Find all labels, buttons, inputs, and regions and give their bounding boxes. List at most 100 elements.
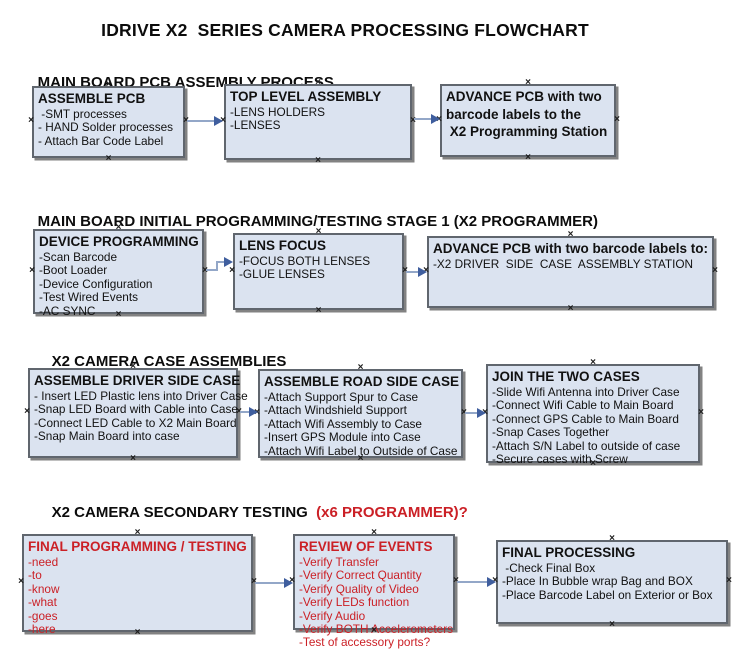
box-item: -LENSES <box>230 118 281 133</box>
box-item: -Test of accessory ports? <box>299 635 431 650</box>
connection-anchor-icon <box>129 455 137 463</box>
box-item: -what <box>28 595 57 610</box>
flow-box-advance-pcb-programming-station: ADVANCE PCB with two barcode labels to t… <box>440 84 616 157</box>
arrow-line <box>206 269 218 271</box>
box-item: -Verify Correct Quantity <box>299 568 422 583</box>
box-item: -Connect Wifi Cable to Main Board <box>492 398 674 413</box>
box-item: -here <box>28 622 56 637</box>
arrow-line <box>414 118 432 120</box>
box-item: -Check Final Box <box>502 561 596 575</box>
connection-anchor-icon <box>697 409 705 417</box>
flow-box-assemble-road-side-case: ASSEMBLE ROAD SIDE CASE -Attach Support … <box>258 369 463 458</box>
connection-anchor-icon <box>613 116 621 124</box>
connection-anchor-icon <box>567 305 575 313</box>
connection-anchor-icon <box>711 267 719 275</box>
flow-box-join-the-two-cases: JOIN THE TWO CASES -Slide Wifi Antenna i… <box>486 364 700 467</box>
box-item: -Attach Support Spur to Case <box>264 390 419 404</box>
connection-anchor-icon <box>725 577 733 585</box>
arrow-line <box>406 271 419 273</box>
section-heading-text: MAIN BOARD INITIAL PROGRAMMING/TESTING S… <box>37 213 598 230</box>
box-item: -Attach Wifi Assembly to Case <box>264 416 422 431</box>
arrow-head-icon <box>284 578 293 588</box>
box-item: -Place In Bubble wrap Bag and BOX <box>502 574 693 589</box>
box-title: ASSEMBLE PCB <box>38 91 146 106</box>
box-item: -Snap Cases Together <box>492 425 610 440</box>
flow-box-final-processing: FINAL PROCESSING -Check Final Box -Place… <box>496 540 728 624</box>
box-item: -X2 DRIVER SIDE CASE ASSEMBLY STATION <box>433 257 694 271</box>
box-item: -Attach S/N Label to outside of case <box>492 438 681 453</box>
box-item: -SMT processes <box>38 107 127 121</box>
box-title: ASSEMBLE DRIVER SIDE CASE <box>34 373 241 388</box>
box-title: ADVANCE PCB with two <box>446 89 602 104</box>
box-title: ADVANCE PCB with two barcode labels to: <box>433 241 709 256</box>
flow-box-assemble-pcb: ASSEMBLE PCB -SMT processes - HAND Solde… <box>32 86 185 158</box>
box-title: FINAL PROGRAMMING / TESTING <box>28 539 247 554</box>
arrow-line <box>216 261 218 271</box>
connection-anchor-icon <box>608 621 616 629</box>
arrow-head-icon <box>214 116 223 126</box>
box-item: -Boot Loader <box>39 263 108 278</box>
arrow-head-icon <box>249 407 258 417</box>
arrow-head-icon <box>431 114 440 124</box>
flow-box-review-of-events: REVIEW OF EVENTS -Verify Transfer -Verif… <box>293 534 455 649</box>
box-item: -AC SYNC <box>39 303 96 318</box>
box-item: -FOCUS BOTH LENSES <box>239 254 371 268</box>
section-heading-secondary-testing: X2 CAMERA SECONDARY TESTING (x6 PROGRAMM… <box>35 487 468 538</box>
page-title: IDRIVE X2 SERIES CAMERA PROCESSING FLOWC… <box>101 20 589 40</box>
box-item: -LENS HOLDERS <box>230 105 326 119</box>
flow-box-advance-pcb-driver-side: ADVANCE PCB with two barcode labels to: … <box>427 236 714 308</box>
arrow-line <box>465 412 478 414</box>
section-heading-case-assemblies: X2 CAMERA CASE ASSEMBLIES <box>35 336 287 387</box>
box-item: -to <box>28 568 42 583</box>
box-item: -Device Configuration <box>39 276 153 291</box>
box-title: JOIN THE TWO CASES <box>492 369 640 384</box>
box-item: -Verify Audio <box>299 608 366 623</box>
box-title: DEVICE PROGRAMMING <box>39 234 199 249</box>
box-item: -Slide Wifi Antenna into Driver Case <box>492 385 680 399</box>
section-heading-red-text: (x6 PROGRAMMER)? <box>316 504 468 521</box>
box-item: -Verify BOTH Accelerometers <box>299 622 454 637</box>
arrow-line <box>457 581 488 583</box>
box-item: -Test Wired Events <box>39 290 138 305</box>
arrow-line <box>255 582 285 584</box>
connection-anchor-icon <box>314 157 322 165</box>
box-item: -Verify Transfer <box>299 555 379 569</box>
box-item: -goes <box>28 608 58 623</box>
section-heading-initial-programming: MAIN BOARD INITIAL PROGRAMMING/TESTING S… <box>21 196 598 247</box>
arrow-head-icon <box>224 257 233 267</box>
arrow-line <box>216 261 225 263</box>
arrow-line <box>187 120 215 122</box>
arrow-line <box>240 411 251 413</box>
flow-box-top-level-assembly: TOP LEVEL ASSEMBLY -LENS HOLDERS -LENSES <box>224 84 412 160</box>
arrow-head-icon <box>477 408 486 418</box>
box-item: -Verify Quality of Video <box>299 581 419 596</box>
box-item: -Connect LED Cable to X2 Main Board <box>34 415 237 430</box>
box-item: - HAND Solder processes <box>38 120 174 135</box>
box-item: -Attach Wifi Label to Outside of Case <box>264 443 458 458</box>
box-item: X2 Programming Station <box>446 124 608 139</box>
flow-box-device-programming: DEVICE PROGRAMMING -Scan Barcode -Boot L… <box>33 229 204 318</box>
box-item: - Attach Bar Code Label <box>38 133 164 148</box>
connection-anchor-icon <box>524 154 532 162</box>
flow-box-lens-focus: LENS FOCUS -FOCUS BOTH LENSES -GLUE LENS… <box>233 233 404 310</box>
box-title: LENS FOCUS <box>239 238 327 253</box>
arrow-head-icon <box>418 267 427 277</box>
arrow-head-icon <box>487 577 496 587</box>
box-title: REVIEW OF EVENTS <box>299 539 433 554</box>
box-item: -know <box>28 581 60 596</box>
box-item: - Insert LED Plastic lens into Driver Ca… <box>34 389 248 403</box>
box-item: -Secure cases with Screw <box>492 452 628 467</box>
flow-box-final-programming-testing: FINAL PROGRAMMING / TESTING -need -to -k… <box>22 534 253 636</box>
box-item: -Scan Barcode <box>39 250 118 264</box>
box-item: -need <box>28 555 59 569</box>
section-heading-text: X2 CAMERA CASE ASSEMBLIES <box>51 353 287 370</box>
connection-anchor-icon <box>315 307 323 315</box>
connection-anchor-icon <box>105 155 113 163</box>
box-title: TOP LEVEL ASSEMBLY <box>230 89 382 104</box>
box-item: barcode labels to the <box>446 107 582 122</box>
box-item: -Snap Main Board into case <box>34 429 180 444</box>
box-item: -Attach Windshield Support <box>264 403 407 418</box>
section-heading-text: X2 CAMERA SECONDARY TESTING <box>51 504 317 521</box>
box-item: -Verify LEDs function <box>299 595 410 610</box>
